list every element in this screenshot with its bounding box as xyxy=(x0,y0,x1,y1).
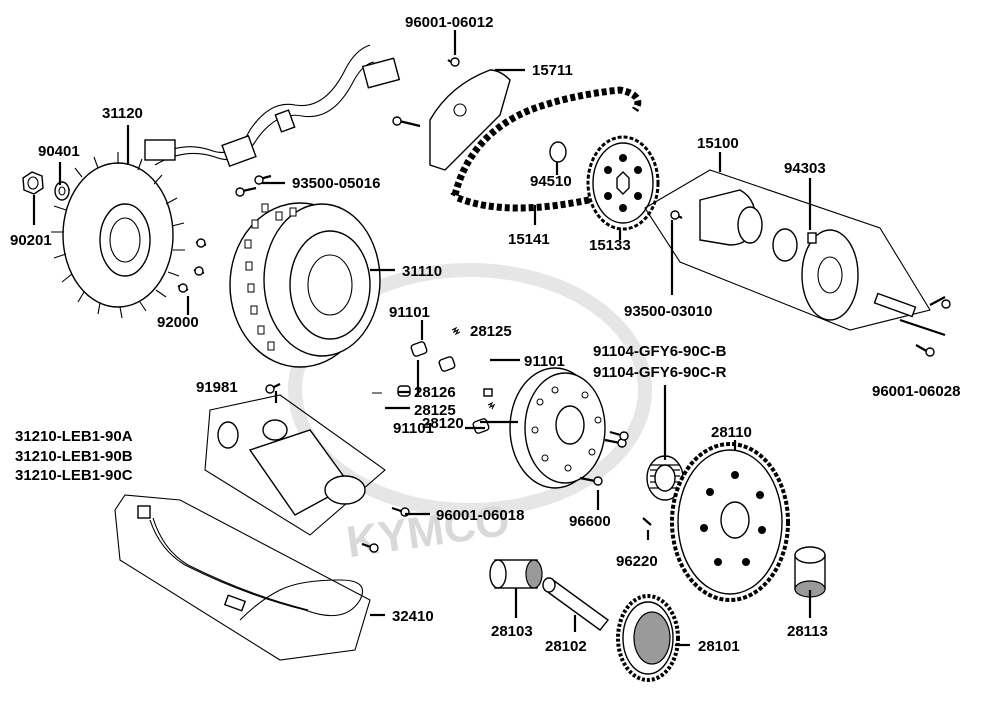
label-28126: 28126 xyxy=(414,384,456,401)
label-31210-a: 31210-LEB1-90A xyxy=(15,428,133,445)
springs-28125 xyxy=(372,326,496,410)
leader-lines xyxy=(32,30,946,647)
bearing-91104 xyxy=(646,455,684,501)
pin-96220 xyxy=(642,517,652,526)
circlip-94510 xyxy=(549,141,567,163)
gear-28101 xyxy=(616,594,680,682)
bushing-28113 xyxy=(794,546,826,598)
label-91101-b: 91101 xyxy=(524,353,565,370)
label-28110: 28110 xyxy=(711,424,752,441)
label-91101-a: 91101 xyxy=(389,304,430,321)
part-labels: 96001-06012 15711 31120 90401 93500-0501… xyxy=(10,14,960,655)
label-28120: 28120 xyxy=(422,415,464,432)
label-94303: 94303 xyxy=(784,160,826,177)
bolts-92000 xyxy=(177,238,207,293)
bushing-28103 xyxy=(489,559,543,589)
label-90201: 90201 xyxy=(10,232,52,249)
bolts-96001-06018 xyxy=(361,506,410,553)
label-15100: 15100 xyxy=(697,135,739,152)
flywheel-31110 xyxy=(229,202,381,368)
label-28103: 28103 xyxy=(491,623,533,640)
label-31210-b: 31210-LEB1-90B xyxy=(15,448,133,465)
watermark-ring xyxy=(288,263,652,517)
shaft-28102 xyxy=(542,577,610,631)
stator-part xyxy=(51,44,401,319)
gear-28110 xyxy=(670,442,790,602)
chain-15141 xyxy=(450,86,642,212)
label-93500-03010: 93500-03010 xyxy=(624,303,712,320)
label-96001-06028: 96001-06028 xyxy=(872,383,960,400)
label-28113: 28113 xyxy=(787,623,828,640)
label-91101-c: 91101 xyxy=(393,420,434,437)
rollers-91101 xyxy=(397,341,490,434)
label-28101: 28101 xyxy=(698,638,740,655)
label-15141: 15141 xyxy=(508,231,550,248)
label-28102: 28102 xyxy=(545,638,587,655)
nut-90201 xyxy=(22,171,44,195)
label-94510: 94510 xyxy=(530,173,572,190)
label-92000: 92000 xyxy=(157,314,199,331)
label-31120: 31120 xyxy=(102,105,143,122)
label-93500-05016: 93500-05016 xyxy=(292,175,380,192)
label-96220: 96220 xyxy=(616,553,658,570)
label-28125-b: 28125 xyxy=(414,402,456,419)
starter-motor-31210 xyxy=(204,383,386,536)
label-91104-r: 91104-GFY6-90C-R xyxy=(593,364,727,381)
label-31210-c: 31210-LEB1-90C xyxy=(15,467,133,484)
label-91981: 91981 xyxy=(196,379,238,396)
label-96600: 96600 xyxy=(569,513,611,530)
label-31110: 31110 xyxy=(402,263,442,280)
bolts-93500-05016 xyxy=(235,174,272,197)
label-90401: 90401 xyxy=(38,143,80,160)
label-15711: 15711 xyxy=(532,62,573,79)
label-32410: 32410 xyxy=(392,608,434,625)
cable-32410 xyxy=(114,494,371,661)
washer-90401 xyxy=(54,181,70,201)
label-96001-06018: 96001-06018 xyxy=(436,507,524,524)
chain-cover-15711 xyxy=(392,57,511,171)
label-96001-06012: 96001-06012 xyxy=(405,14,493,31)
label-28125-a: 28125 xyxy=(470,323,512,340)
label-91104-b: 91104-GFY6-90C-B xyxy=(593,343,727,360)
sprocket-15133 xyxy=(586,135,660,231)
label-15133: 15133 xyxy=(589,237,631,254)
starter-clutch-28120 xyxy=(509,367,629,489)
oil-pump-15100 xyxy=(644,169,951,357)
